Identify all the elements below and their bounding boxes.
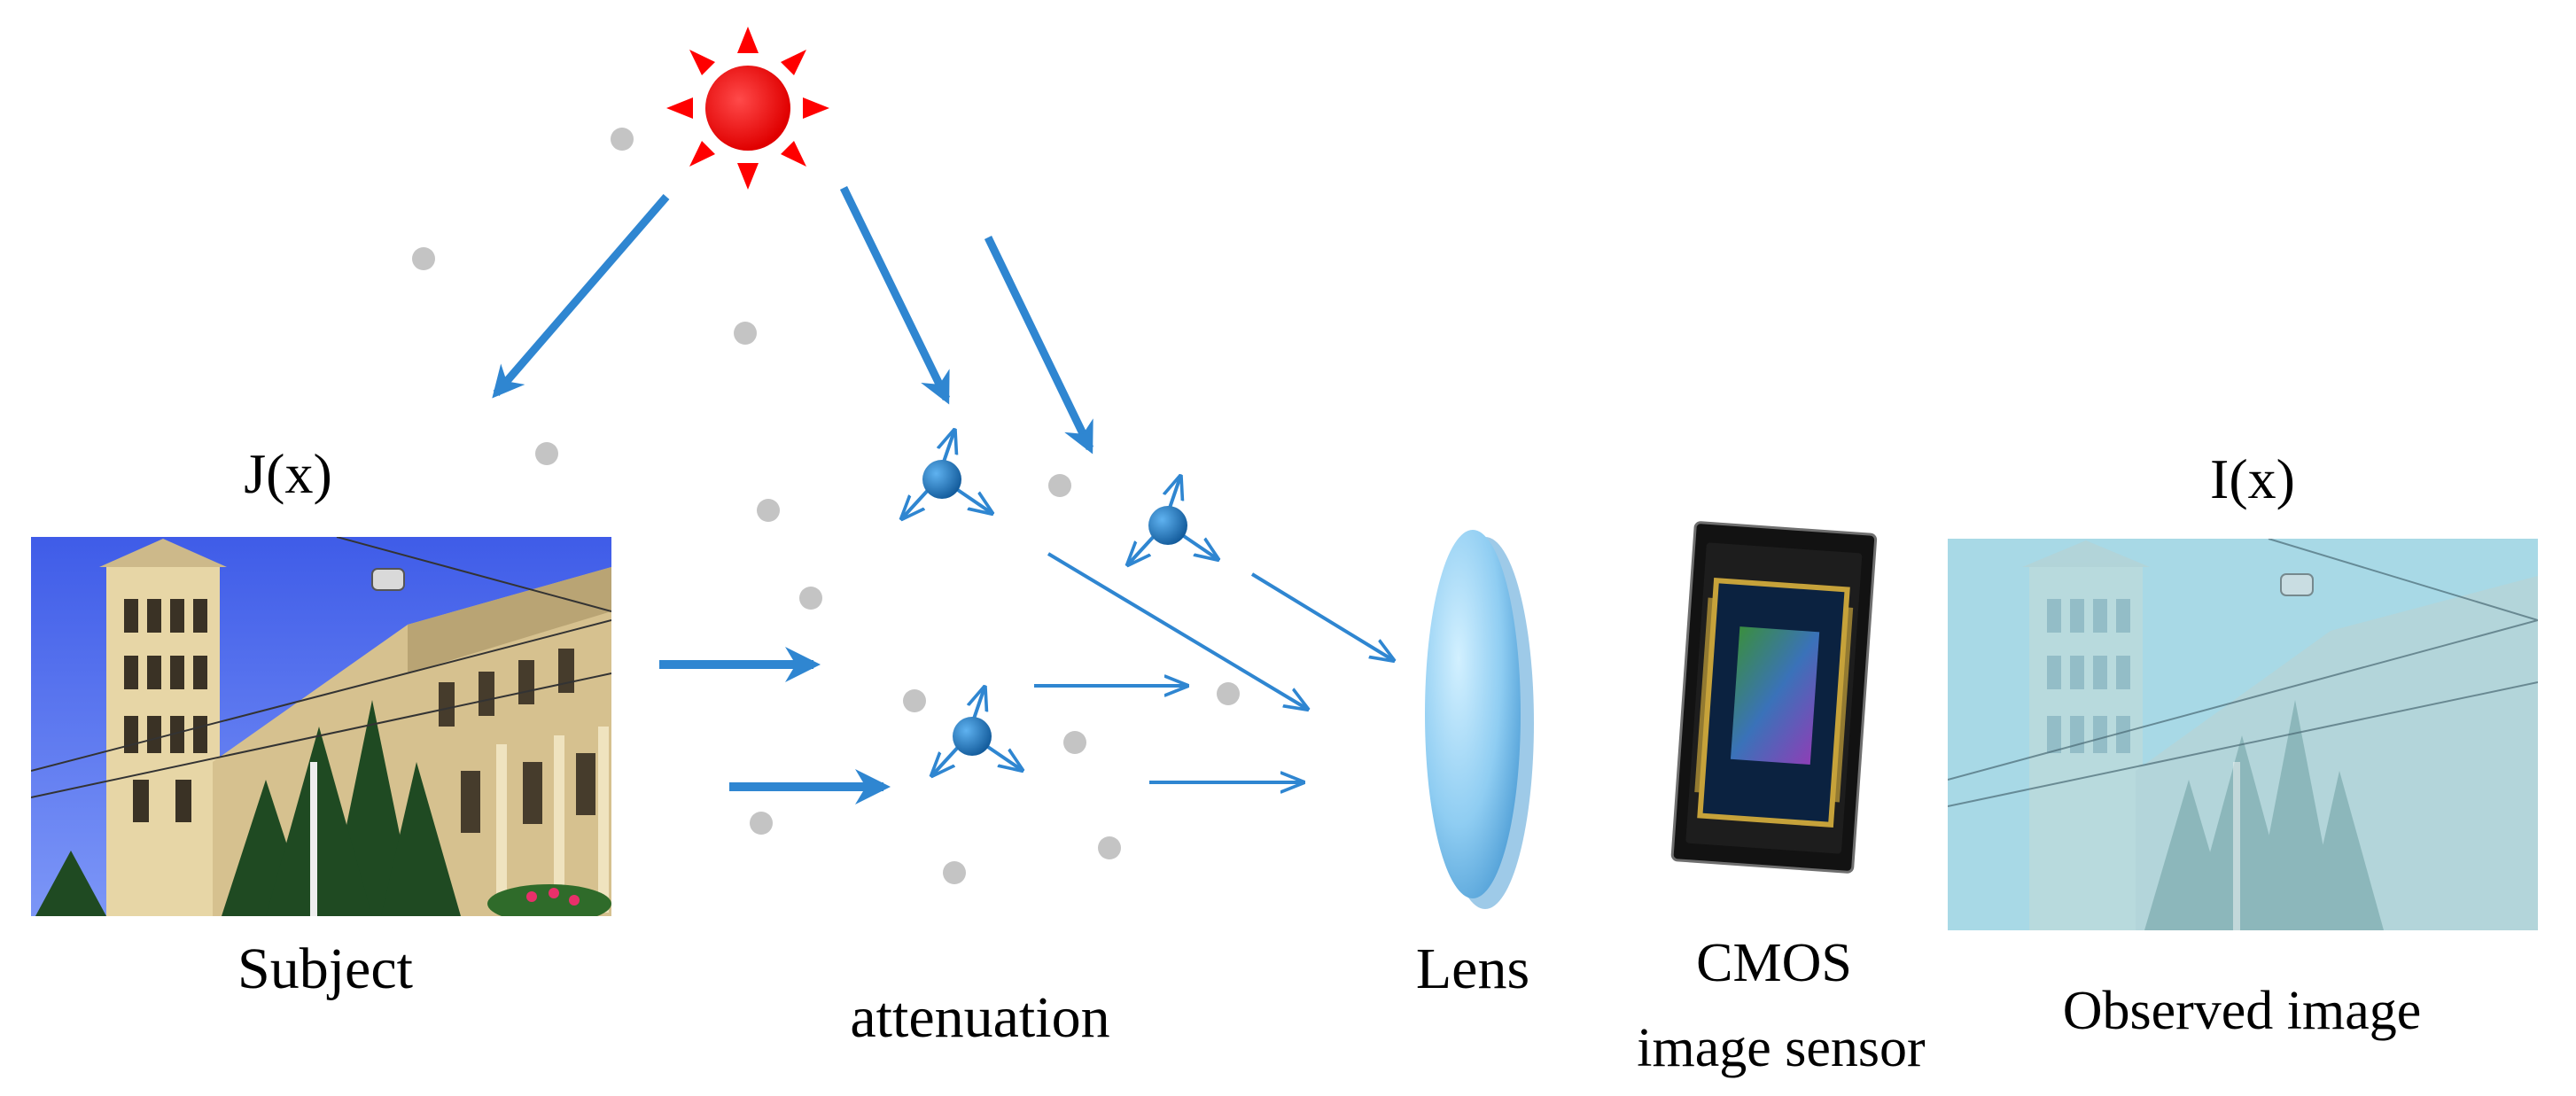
sun-to-particle-arrow-1 xyxy=(839,186,951,405)
sun-to-subject-arrow xyxy=(492,194,670,399)
transmission-arrows-thin xyxy=(1034,552,1393,782)
scattering-particle-icon xyxy=(932,688,1022,775)
lens-icon xyxy=(1425,530,1534,909)
sensor-label-line1: CMOS xyxy=(1696,933,1852,993)
haze-dots xyxy=(412,128,1240,884)
sun-icon xyxy=(666,27,829,190)
subject-symbol-label: J(x) xyxy=(244,442,332,505)
scattering-particle-icon xyxy=(902,431,992,518)
subject-label: Subject xyxy=(237,937,413,1001)
cmos-sensor-icon xyxy=(1670,521,1878,874)
observed-symbol-label: I(x) xyxy=(2210,447,2295,510)
lens-label: Lens xyxy=(1416,937,1529,1001)
illumination-arrows xyxy=(492,186,1094,455)
attenuation-label: attenuation xyxy=(850,985,1109,1050)
transmission-arrows-thick xyxy=(659,647,891,805)
sensor-label-line2: image sensor xyxy=(1637,1018,1926,1078)
observed-image-photo xyxy=(1948,539,2538,930)
scattering-particle-icon xyxy=(1128,477,1218,564)
sun-to-particle-arrow-2 xyxy=(984,236,1094,455)
subject-photo xyxy=(31,537,611,916)
observed-image-label: Observed image xyxy=(2063,981,2422,1041)
